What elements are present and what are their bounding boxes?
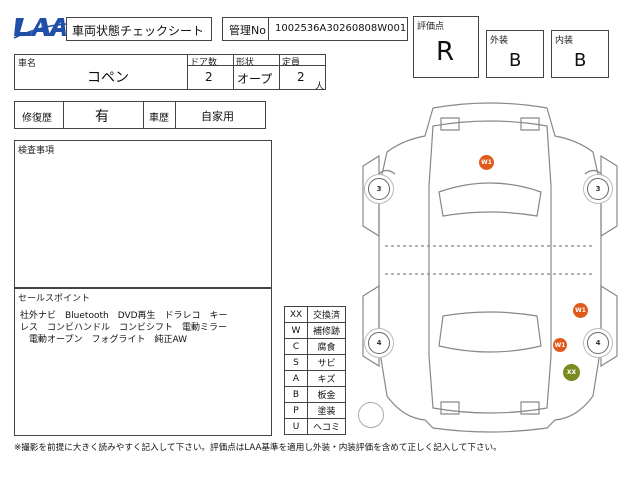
legend-code: S xyxy=(284,354,308,371)
doors-label: ドア数 xyxy=(190,58,218,68)
tyre-rear-left: 4 xyxy=(368,332,390,354)
capacity-label: 定員 xyxy=(282,58,301,68)
legend-meaning: 板金 xyxy=(307,386,346,403)
legend-code: XX xyxy=(284,306,308,323)
car-diagram: 3 3 4 4 W1 W1 W1 XX xyxy=(355,96,625,436)
title-box: 車両状態チェックシート xyxy=(66,17,212,41)
shape-value: オープ xyxy=(237,72,273,86)
replaced-mark-rear: XX xyxy=(563,364,580,381)
legend-meaning: 補修跡 xyxy=(307,322,346,339)
laa-logo xyxy=(12,14,67,40)
usage-label: 車歴 xyxy=(149,113,169,124)
legend-code: U xyxy=(284,418,308,435)
legend-meaning: ヘコミ xyxy=(307,418,346,435)
exterior-value: B xyxy=(509,50,522,71)
legend-meaning: キズ xyxy=(307,370,346,387)
damage-mark-hood: W1 xyxy=(479,155,494,170)
mgmt-no-value: 1002536A30260808W001 xyxy=(275,23,407,34)
tyre-rear-right: 4 xyxy=(587,332,609,354)
selling-points-label: セールスポイント xyxy=(18,294,91,304)
legend-meaning: 交換済 xyxy=(307,306,346,323)
car-name-label: 車名 xyxy=(18,59,37,69)
repair-history-value: 有 xyxy=(95,109,109,125)
inspection-label: 検査事項 xyxy=(18,146,55,156)
legend-meaning: 腐食 xyxy=(307,338,346,355)
vehicle-box: 車名 コペン ドア数 2 形状 オープ 定員 2 人 xyxy=(14,54,326,92)
legend-code: B xyxy=(284,386,308,403)
legend-table: XX 交換済 W 補修跡 C 腐食 S サビ A キズ B 板金 P 塗装 U … xyxy=(284,306,348,436)
legend-meaning: サビ xyxy=(307,354,346,371)
legend-code: C xyxy=(284,338,308,355)
interior-box: 内装 B xyxy=(551,30,609,78)
mgmt-no-label: 管理No xyxy=(229,24,266,37)
interior-label: 内装 xyxy=(555,36,574,46)
interior-value: B xyxy=(574,50,587,71)
legend-meaning: 塗装 xyxy=(307,402,346,419)
usage-value: 自家用 xyxy=(201,110,234,123)
legend-code: W xyxy=(284,322,308,339)
damage-mark-rear-fender: W1 xyxy=(573,303,588,318)
footer-note: ※撮影を前提に大きく読みやすく記入して下さい。評価点はLAA基準を適用し外装・内… xyxy=(14,443,502,453)
car-name-value: コペン xyxy=(87,70,129,86)
tyre-front-left: 3 xyxy=(368,178,390,200)
score-value: R xyxy=(436,37,455,67)
exterior-label: 外装 xyxy=(490,36,509,46)
selling-points-box: セールスポイント 社外ナビ Bluetooth DVD再生 ドラレコ キー レス… xyxy=(14,288,272,436)
selling-points-line: レス コンビハンドル コンビシフト 電動ミラー xyxy=(20,323,228,333)
legend-code: P xyxy=(284,402,308,419)
doors-value: 2 xyxy=(205,70,213,84)
score-label: 評価点 xyxy=(417,22,445,32)
repair-history-label: 修復歴 xyxy=(22,113,52,124)
legend-code: A xyxy=(284,370,308,387)
selling-points-line: 電動オープン フォグライト 純正AW xyxy=(20,335,188,345)
history-box: 修復歴 有 車歴 自家用 xyxy=(14,101,266,129)
capacity-unit: 人 xyxy=(315,82,325,92)
capacity-value: 2 xyxy=(297,70,305,84)
shape-label: 形状 xyxy=(236,58,255,68)
selling-points-line: 社外ナビ Bluetooth DVD再生 ドラレコ キー xyxy=(20,311,228,321)
inspection-box: 検査事項 xyxy=(14,140,272,288)
score-box: 評価点 R xyxy=(413,16,479,78)
damage-mark-rear-wheel: W1 xyxy=(553,338,567,352)
tyre-front-right: 3 xyxy=(587,178,609,200)
sheet-title: 車両状態チェックシート xyxy=(72,24,205,38)
spare-tyre-circle xyxy=(358,402,384,428)
mgmt-no-box: 管理No 1002536A30260808W001 xyxy=(222,17,408,41)
exterior-box: 外装 B xyxy=(486,30,544,78)
